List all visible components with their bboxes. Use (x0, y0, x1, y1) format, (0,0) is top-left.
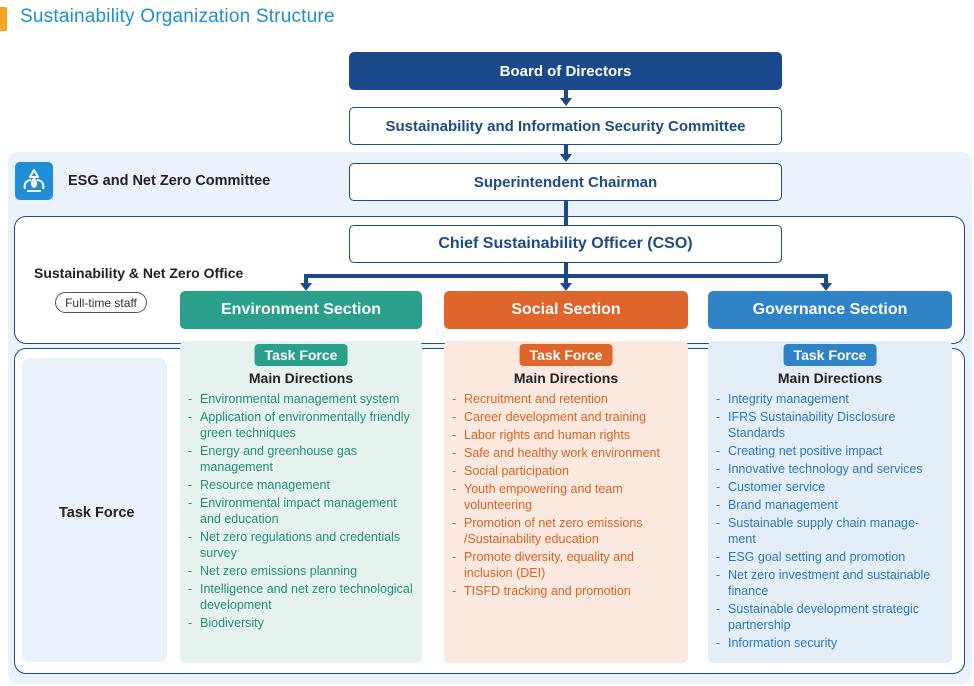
list-item: Brand management (716, 497, 946, 513)
list-item: Net zero emissions planning (188, 563, 416, 579)
list-item: Sustainable supply chain manage- ment (716, 515, 946, 547)
list-item: Sustainable development strategic partne… (716, 601, 946, 633)
list-item: Promote diversity, equality and inclusio… (452, 549, 682, 581)
list-item: Environmental impact management and educ… (188, 495, 416, 527)
esg-committee-label: ESG and Net Zero Committee (68, 173, 271, 189)
environment-directions-list: Environmental management system Applicat… (188, 391, 416, 633)
list-item: Safe and healthy work environment (452, 445, 682, 461)
chairman-box: Superintendent Chairman (349, 163, 782, 201)
list-item: Intelligence and net zero technological … (188, 581, 416, 613)
page-title: Sustainability Organization Structure (20, 6, 335, 27)
environment-section-header: Environment Section (180, 291, 422, 329)
list-item: TISFD tracking and promotion (452, 583, 682, 599)
task-force-badge: Task Force (783, 344, 877, 366)
office-label: Sustainability & Net Zero Office (34, 265, 244, 281)
list-item: Labor rights and human rights (452, 427, 682, 443)
task-force-label: Task Force (59, 505, 135, 521)
list-item: Creating net positive impact (716, 443, 946, 459)
list-item: Integrity management (716, 391, 946, 407)
task-force-badge: Task Force (254, 344, 348, 366)
list-item: Youth empowering and team volunteering (452, 481, 682, 513)
list-item: Social participation (452, 463, 682, 479)
committee-box: Sustainability and Information Security … (349, 107, 782, 145)
list-item: Resource management (188, 477, 416, 493)
list-item: Information security (716, 635, 946, 651)
list-item: Biodiversity (188, 615, 416, 631)
list-item: Net zero investment and sustainable fina… (716, 567, 946, 599)
governance-section-header: Governance Section (708, 291, 952, 329)
list-item: ESG goal setting and promotion (716, 549, 946, 565)
full-time-staff-pill: Full-time staff (55, 292, 147, 313)
task-force-badge: Task Force (519, 344, 613, 366)
list-item: Promotion of net zero emissions /Sustain… (452, 515, 682, 547)
list-item: Innovative technology and services (716, 461, 946, 477)
main-directions-heading: Main Directions (777, 370, 883, 386)
arrow-social (560, 283, 572, 291)
list-item: Net zero regulations and credentials sur… (188, 529, 416, 561)
list-item: IFRS Sustainability Disclosure Standards (716, 409, 946, 441)
title-accent-bar (0, 7, 7, 31)
environment-section-body: Task Force Main Directions Environmental… (180, 341, 422, 663)
cso-box: Chief Sustainability Officer (CSO) (349, 225, 782, 263)
social-directions-list: Recruitment and retention Career develop… (452, 391, 682, 601)
recycle-leaf-icon (15, 162, 53, 200)
social-section-header: Social Section (444, 291, 688, 329)
connector-branch (304, 274, 828, 284)
arrow-board-committee (560, 98, 572, 106)
arrow-committee-chairman (560, 154, 572, 162)
list-item: Recruitment and retention (452, 391, 682, 407)
governance-directions-list: Integrity management IFRS Sustainability… (716, 391, 946, 653)
list-item: Customer service (716, 479, 946, 495)
list-item: Application of environmentally friendly … (188, 409, 416, 441)
list-item: Energy and greenhouse gas management (188, 443, 416, 475)
main-directions-heading: Main Directions (513, 370, 619, 386)
task-force-side-panel (22, 358, 167, 662)
social-section-body: Task Force Main Directions Recruitment a… (444, 341, 688, 663)
main-directions-heading: Main Directions (248, 370, 354, 386)
list-item: Career development and training (452, 409, 682, 425)
list-item: Environmental management system (188, 391, 416, 407)
board-of-directors-box: Board of Directors (349, 52, 782, 90)
arrow-governance (820, 283, 832, 291)
arrow-environment (300, 283, 312, 291)
governance-section-body: Task Force Main Directions Integrity man… (708, 341, 952, 663)
